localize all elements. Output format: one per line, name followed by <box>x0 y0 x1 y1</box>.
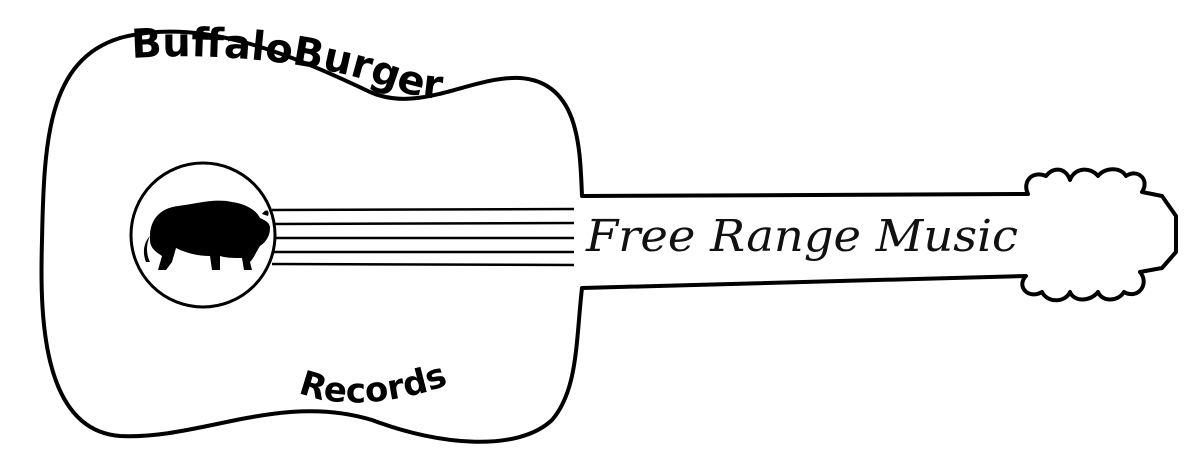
slogan-text: Free Range Music <box>585 211 1018 262</box>
guitar-strings <box>271 207 575 267</box>
bison-icon <box>143 200 270 270</box>
guitar-outline <box>39 29 1178 444</box>
